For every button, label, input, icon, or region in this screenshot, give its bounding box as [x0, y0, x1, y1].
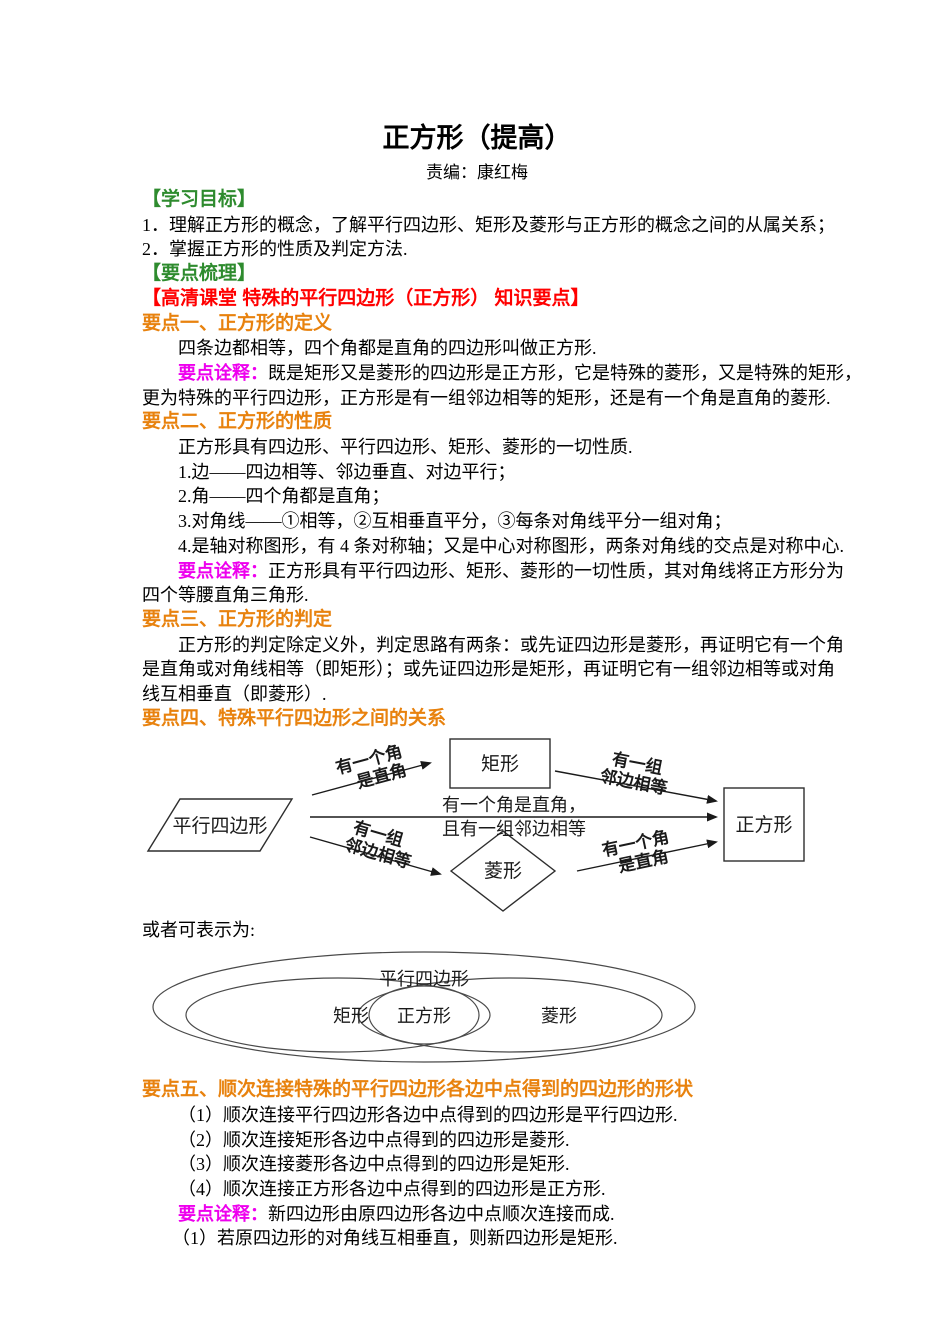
point2-note-text1: 正方形具有平行四边形、矩形、菱形的一切性质，其对角线将正方形分为	[268, 560, 844, 581]
point2-heading: 要点二、正方形的性质	[142, 411, 333, 433]
arrow-para-to-rect	[311, 761, 432, 797]
venn-center-label: 正方形	[397, 1006, 451, 1026]
point3-heading: 要点三、正方形的判定	[142, 608, 333, 630]
point5-item-1: （1）顺次连接平行四边形各边中点得到的四边形是平行四边形.	[178, 1104, 678, 1125]
point1-definition: 四条边都相等，四个角都是直角的四边形叫做正方形.	[178, 338, 597, 359]
quadrilateral-relation-diagram: 平行四边形 矩形 正方形 菱形 有一个角 是直角 有一组 邻边相等	[130, 733, 812, 918]
venn-right-label: 菱形	[541, 1006, 577, 1026]
point2-note-line1: 要点诠释：正方形具有平行四边形、矩形、菱形的一切性质，其对角线将正方形分为	[142, 559, 844, 584]
alt-representation-text: 或者可表示为:	[142, 920, 256, 941]
point2-line5: 4.是轴对称图形，有 4 条对称轴；又是中心对称图形，两条对角线的交点是对称中心…	[178, 535, 844, 556]
point1-note-line1: 要点诠释：既是矩形又是菱形的四边形是正方形，它是特殊的菱形，又是特殊的矩形，	[142, 361, 862, 386]
point1-note-text1: 既是矩形又是菱形的四边形是正方形，它是特殊的菱形，又是特殊的矩形，	[268, 362, 862, 383]
point5-item-4: （4）顺次连接正方形各边中点得到的四边形是正方形.	[178, 1178, 606, 1199]
point5-note-text: 新四边形由原四边形各边中点顺次连接而成.	[268, 1203, 615, 1224]
point2-line4: 3.对角线——①相等，②互相垂直平分，③每条对角线平分一组对角；	[178, 511, 732, 532]
outline-header: 【要点梳理】	[142, 263, 257, 285]
point3-line1: 正方形的判定除定义外，判定思路有两条：或先证四边形是菱形，再证明它有一个角	[178, 634, 844, 655]
point1-note-label: 要点诠释：	[178, 362, 268, 383]
point5-note-label: 要点诠释：	[178, 1203, 268, 1224]
learning-goal-2: 2．掌握正方形的性质及判定方法.	[142, 239, 408, 260]
point5-item-3: （3）顺次连接菱形各边中点得到的四边形是矩形.	[178, 1154, 570, 1175]
learning-goal-1: 1．理解正方形的概念，了解平行四边形、矩形及菱形与正方形的概念之间的从属关系；	[142, 214, 835, 235]
venn-outer-label: 平行四边形	[379, 969, 469, 989]
page-title: 正方形（提高）	[382, 123, 572, 153]
point5-note-line: 要点诠释：新四边形由原四边形各边中点顺次连接而成.	[142, 1202, 812, 1227]
label-rect-square: 有一组 邻边相等	[598, 749, 669, 799]
point5-item-2: （2）顺次连接矩形各边中点得到的四边形是菱形.	[178, 1129, 570, 1150]
venn-left-label: 矩形	[333, 1006, 369, 1026]
point3-line2: 是直角或对角线相等（即矩形）；或先证四边形是矩形，再证明它有一组邻边相等或对角	[142, 659, 835, 680]
venn-left-ellipse	[185, 977, 491, 1053]
rhombus-label: 菱形	[484, 860, 522, 882]
rectangle-label: 矩形	[481, 753, 519, 775]
document-page: 正方形（提高） 责编：康红梅 【学习目标】 1．理解正方形的概念，了解平行四边形…	[130, 123, 862, 1249]
venn-right-ellipse	[357, 977, 663, 1053]
venn-outer-ellipse	[152, 951, 696, 1063]
editor-byline: 责编：康红梅	[426, 163, 528, 182]
point3-line3: 线互相垂直（即菱形）.	[142, 684, 327, 705]
arrow-rect-to-square	[554, 770, 718, 805]
point2-note-label: 要点诠释：	[178, 560, 268, 581]
arrow-rhombus-to-square	[576, 839, 718, 873]
svg-text:且有一组邻边相等: 且有一组邻边相等	[442, 819, 586, 839]
rectangle-shape	[449, 738, 551, 790]
point1-note-line2: 更为特殊的平行四边形，正方形是有一组邻边相等的矩形，还是有一个角是直角的菱形.	[142, 387, 831, 408]
square-shape	[723, 787, 805, 863]
point5-sub-1: （1）若原四边形的对角线互相垂直，则新四边形是矩形.	[172, 1228, 618, 1249]
point5-heading: 要点五、顺次连接特殊的平行四边形各边中点得到的四边形的形状	[142, 1079, 694, 1101]
venn-diagram: 平行四边形 矩形 正方形 菱形	[146, 945, 812, 1078]
label-para-rhombus: 有一组 邻边相等	[342, 817, 413, 872]
arrow-para-to-rhombus	[309, 836, 442, 877]
label-rhombus-square: 有一个角 是直角	[600, 827, 671, 877]
point2-line2: 1.边——四边相等、邻边垂直、对边平行；	[178, 461, 516, 482]
point2-note-line2: 四个等腰直角三角形.	[142, 585, 309, 606]
hd-classroom-header: 【高清课堂 特殊的平行四边形（正方形） 知识要点】	[142, 287, 590, 309]
parallelogram-label: 平行四边形	[172, 815, 267, 837]
point2-line1: 正方形具有四边形、平行四边形、矩形、菱形的一切性质.	[178, 437, 633, 458]
point2-line3: 2.角——四个角都是直角；	[178, 486, 390, 507]
parallelogram-shape	[146, 798, 294, 853]
square-label: 正方形	[735, 814, 792, 836]
point4-heading: 要点四、特殊平行四边形之间的关系	[142, 707, 447, 729]
rhombus-shape	[449, 830, 557, 913]
point1-heading: 要点一、正方形的定义	[142, 312, 333, 334]
label-para-square: 有一个角是直角， 且有一组邻边相等	[442, 795, 586, 839]
svg-text:有一个角是直角，: 有一个角是直角，	[442, 795, 586, 815]
venn-center-ellipse	[368, 985, 480, 1045]
learning-goals-header: 【学习目标】	[142, 189, 257, 210]
label-para-rect: 有一个角 是直角	[333, 741, 408, 792]
